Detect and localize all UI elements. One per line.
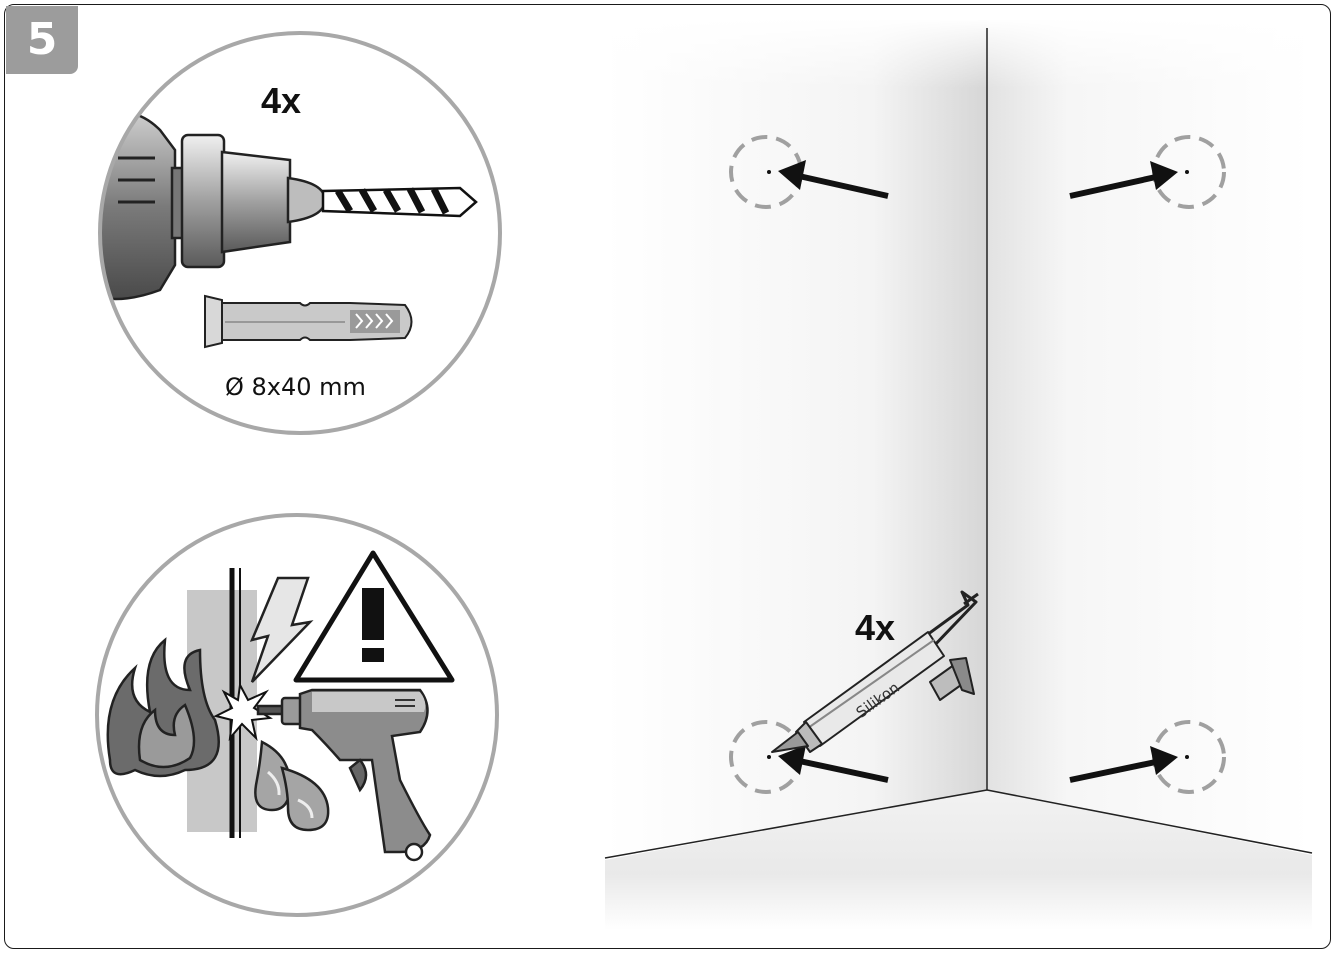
arrow-top-left — [789, 171, 889, 199]
step-number-badge: 5 — [6, 6, 78, 74]
pointer-arrows — [778, 160, 1178, 783]
arrow-bottom-left — [789, 756, 889, 783]
wall-corner-scene — [600, 18, 1320, 930]
drill-chuck-icon — [100, 110, 327, 301]
fire-icon — [106, 637, 220, 778]
power-drill-icon — [256, 688, 432, 862]
silicone-gun-icon: Silikon — [771, 590, 979, 753]
warning-triangle-icon — [293, 550, 455, 683]
drill-bit-icon — [321, 186, 478, 218]
arrow-bottom-right — [1069, 757, 1166, 783]
electric-hazard-icon — [249, 576, 314, 683]
wall-anchor-icon — [204, 294, 413, 349]
sealant-quantity-label: 4x — [855, 607, 895, 648]
anchor-spec-label: Ø 8x40 mm — [225, 373, 366, 401]
arrow-top-right — [1069, 172, 1166, 199]
warning-detail-circle — [95, 513, 499, 917]
water-leak-icon — [254, 740, 330, 832]
spark-icon — [213, 681, 273, 742]
drill-quantity-label: 4x — [261, 80, 301, 121]
